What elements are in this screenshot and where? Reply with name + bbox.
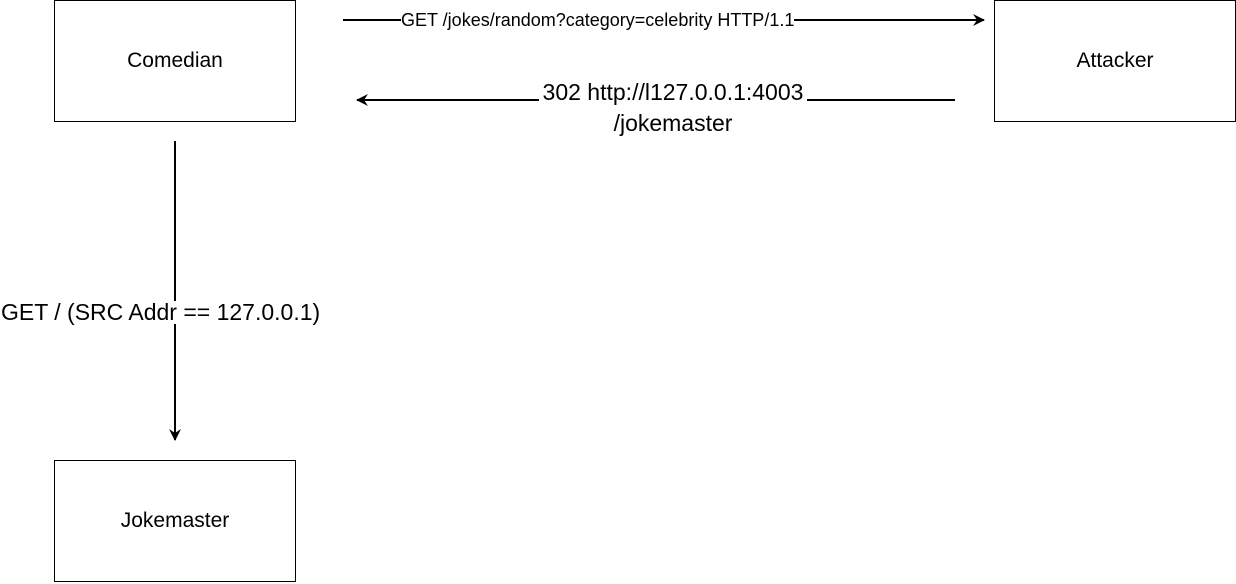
jokemaster-label: Jokemaster — [120, 509, 230, 532]
comedian-label: Comedian — [127, 49, 223, 72]
internal-request-edge-label: GET / (SRC Addr == 127.0.0.1) — [0, 299, 322, 325]
redirect-url-text: 302 http://l127.0.0.1:4003 — [538, 77, 808, 108]
redirect-edge-label: 302 http://l127.0.0.1:4003 /jokemaster — [518, 77, 828, 139]
comedian-node[interactable]: Comedian — [54, 0, 296, 122]
redirect-path-text: /jokemaster — [613, 110, 733, 136]
jokemaster-node[interactable]: Jokemaster — [54, 460, 296, 582]
attacker-node[interactable]: Attacker — [994, 0, 1236, 122]
request-edge-label: GET /jokes/random?category=celebrity HTT… — [401, 10, 795, 30]
attacker-label: Attacker — [1076, 49, 1154, 72]
